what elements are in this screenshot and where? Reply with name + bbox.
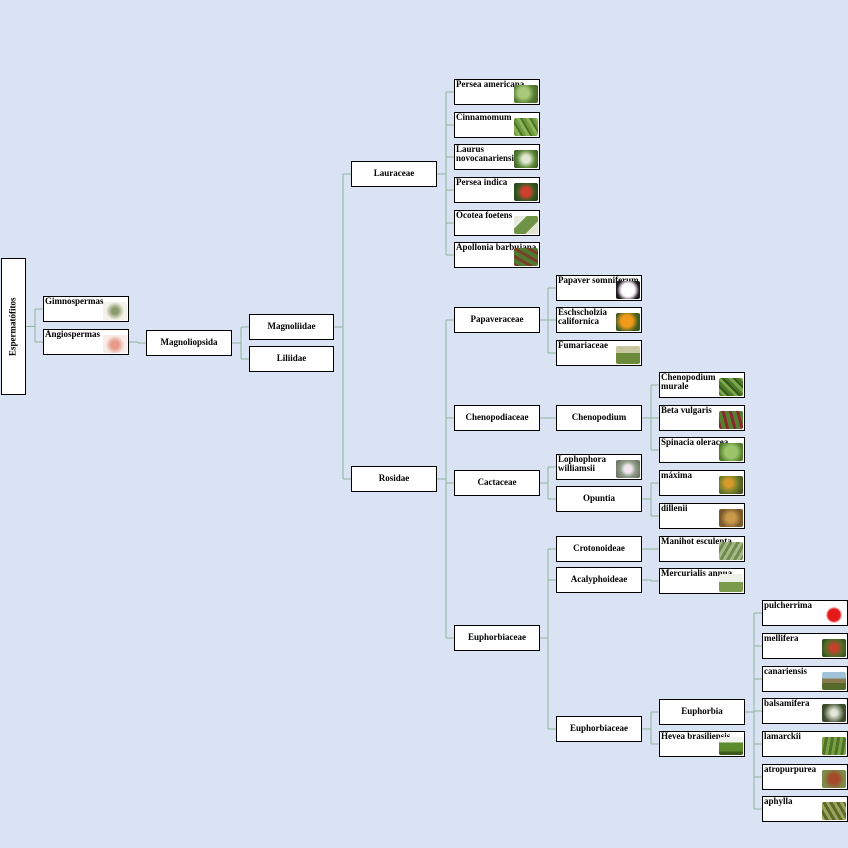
- node-crotonoideae: Crotonoideae: [556, 536, 642, 562]
- node-label: Papaveraceae: [471, 315, 524, 324]
- spin-photo-icon: [719, 443, 743, 461]
- node-dillenii: dillenii: [659, 503, 745, 529]
- node-liliidae: Liliidae: [249, 346, 334, 372]
- node-angiospermas: Angiospermas: [43, 329, 129, 355]
- node-rosidae: Rosidae: [351, 466, 437, 492]
- orange-photo-icon: [616, 313, 640, 331]
- node-fumariaceae: Fumariaceae: [556, 340, 642, 366]
- node-label: Chenopodium: [572, 413, 627, 422]
- node-cactaceae: Cactaceae: [454, 470, 540, 496]
- red-photo-icon: [514, 183, 538, 201]
- node-label: Euphorbiaceae: [468, 633, 526, 642]
- apol-photo-icon: [514, 248, 538, 266]
- node-canariensis: canariensis: [762, 666, 848, 692]
- angio-photo-icon: [103, 335, 127, 353]
- node-hevea: Hevea brasiliensis: [659, 731, 745, 757]
- node-ch-murale: Chenopodium murale: [659, 372, 745, 398]
- beta-photo-icon: [719, 411, 743, 429]
- node-gimnospermas: Gimnospermas: [43, 296, 129, 322]
- aph-photo-icon: [822, 802, 846, 820]
- node-label: Euphorbiaceae: [570, 724, 628, 733]
- node-label: Cactaceae: [478, 478, 517, 487]
- node-papaveraceae: Papaveraceae: [454, 307, 540, 333]
- node-cinnamomum: Cinnamomum: [454, 112, 540, 138]
- node-label: Liliidae: [277, 354, 307, 363]
- node-papaver: Papaver somniferum: [556, 275, 642, 301]
- node-label: Chenopodiaceae: [466, 413, 529, 422]
- node-label: Magnoliopsida: [160, 338, 217, 347]
- node-lophophora: Lophophora williamsii: [556, 454, 642, 480]
- node-magnoliopsida: Magnoliopsida: [146, 330, 232, 356]
- canar-photo-icon: [822, 672, 846, 690]
- node-euphorbiaceae-fam: Euphorbiaceae: [454, 625, 540, 651]
- fum-photo-icon: [616, 346, 640, 364]
- node-espermatofitos: Espermatófitos: [1, 258, 26, 395]
- ocotea-photo-icon: [514, 216, 538, 234]
- node-label: Lauraceae: [374, 169, 415, 178]
- node-maxima: máxima: [659, 470, 745, 496]
- node-apollonia: Apollonia barbujana: [454, 242, 540, 268]
- node-laurus: Laurus novocanariensis: [454, 144, 540, 170]
- node-ocotea: Ocotea foetens: [454, 210, 540, 236]
- leaves-photo-icon: [514, 118, 538, 136]
- cactus-photo-icon: [616, 460, 640, 478]
- node-pulcherrima: pulcherrima: [762, 600, 848, 626]
- node-acalyphoideae: Acalyphoideae: [556, 567, 642, 593]
- atro-photo-icon: [822, 770, 846, 788]
- hevea-photo-icon: [719, 737, 743, 755]
- node-label: Opuntia: [583, 494, 615, 503]
- node-lauraceae: Lauraceae: [351, 161, 437, 187]
- node-chenopodium: Chenopodium: [556, 405, 642, 431]
- avocado-photo-icon: [514, 85, 538, 103]
- node-eschscholzia: Eschscholzia californica: [556, 307, 642, 333]
- green-photo-icon: [719, 378, 743, 396]
- node-mercurialis: Mercurialis annua: [659, 568, 745, 594]
- mell-photo-icon: [822, 639, 846, 657]
- node-label: Rosidae: [379, 474, 410, 483]
- node-persea-americana: Persea americana: [454, 79, 540, 105]
- gimno-photo-icon: [103, 302, 127, 320]
- node-persea-indica: Persea indica: [454, 177, 540, 203]
- poins-photo-icon: [822, 606, 846, 624]
- node-label: Espermatófitos: [9, 297, 18, 356]
- node-aphylla: aphylla: [762, 796, 848, 822]
- node-euphorbia: Euphorbia: [659, 699, 745, 725]
- node-balsamifera: balsamifera: [762, 698, 848, 724]
- lam-photo-icon: [822, 737, 846, 755]
- node-mellifera: mellifera: [762, 633, 848, 659]
- bals-photo-icon: [822, 704, 846, 722]
- node-spinacia: Spinacia oleracea: [659, 437, 745, 463]
- merc-photo-icon: [719, 574, 743, 592]
- dill-photo-icon: [719, 509, 743, 527]
- node-label: Magnoliidae: [267, 322, 315, 331]
- manihot-photo-icon: [719, 542, 743, 560]
- node-beta: Beta vulgaris: [659, 405, 745, 431]
- node-chenopodiaceae: Chenopodiaceae: [454, 405, 540, 431]
- node-magnoliidae: Magnoliidae: [249, 314, 334, 340]
- node-atropurpurea: atropurpurea: [762, 764, 848, 790]
- node-label: Acalyphoideae: [571, 575, 628, 584]
- node-manihot: Manihot esculenta: [659, 536, 745, 562]
- node-lamarckii: lamarckii: [762, 731, 848, 757]
- node-label: Euphorbia: [681, 707, 723, 716]
- poppy-photo-icon: [616, 281, 640, 299]
- node-opuntia: Opuntia: [556, 486, 642, 512]
- node-euphorbiaceae-sub: Euphorbiaceae: [556, 716, 642, 742]
- opuntia-photo-icon: [719, 476, 743, 494]
- node-label: Crotonoideae: [573, 544, 625, 553]
- laurus-photo-icon: [514, 150, 538, 168]
